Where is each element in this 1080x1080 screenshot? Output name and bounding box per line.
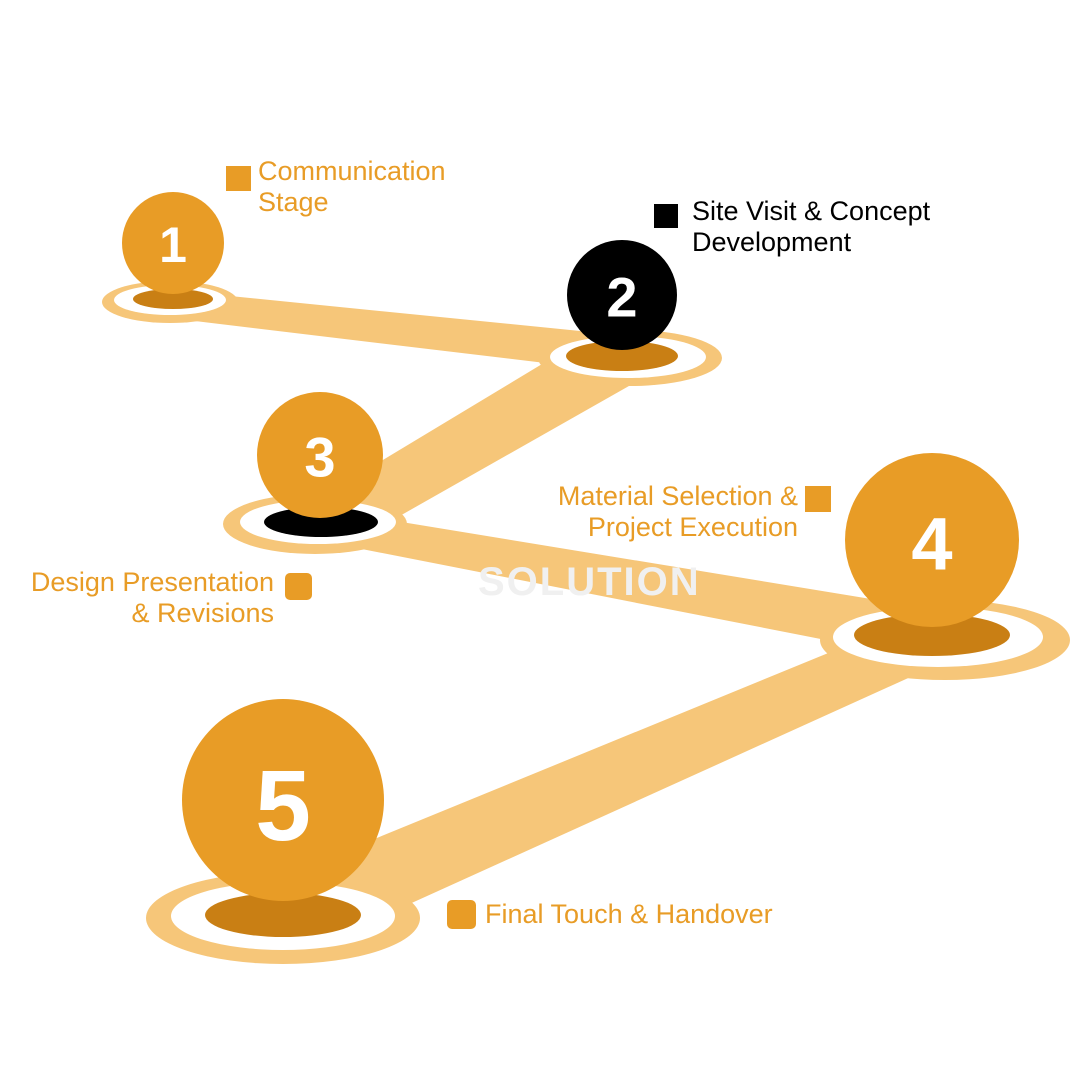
step-5-label-line-1: Final Touch & Handover	[485, 899, 773, 929]
step-1-number: 1	[159, 217, 187, 273]
step-1-label: Communication Stage	[258, 156, 446, 218]
step-5: 5	[146, 699, 420, 964]
path-segment-3-4	[316, 508, 938, 662]
step-5-base-shadow	[205, 893, 361, 937]
step-5-number: 5	[255, 750, 311, 862]
step-5-marker-square	[447, 900, 476, 929]
step-2-number: 2	[606, 266, 637, 329]
step-3-label: Design Presentation & Revisions	[31, 567, 274, 629]
step-4-label-line-2: Project Execution	[587, 512, 798, 542]
step-2-label-line-1: Site Visit & Concept	[692, 196, 931, 226]
step-1-marker-square	[226, 166, 251, 191]
step-3-number: 3	[304, 426, 335, 489]
step-3-base-shadow	[264, 507, 378, 537]
step-2-label: Site Visit & Concept Development	[692, 196, 930, 258]
step-1: 1	[102, 192, 238, 323]
step-3-label-line-2: & Revisions	[131, 598, 274, 628]
step-1-label-line-1: Communication	[258, 156, 446, 186]
step-2-marker-square	[654, 204, 678, 228]
step-2: 2	[538, 240, 722, 386]
step-4-marker-square	[805, 486, 831, 512]
step-1-circle	[122, 192, 224, 294]
watermark: SOLUTION	[478, 560, 701, 604]
step-2-circle	[567, 240, 677, 350]
step-4-label-line-1: Material Selection &	[557, 481, 798, 511]
step-5-label: Final Touch & Handover	[485, 899, 773, 930]
step-4-circle	[845, 453, 1019, 627]
step-3-circle	[257, 392, 383, 518]
step-3: 3	[223, 392, 407, 554]
step-5-circle	[182, 699, 384, 901]
step-1-label-line-2: Stage	[258, 187, 329, 217]
path-segment-2-3	[300, 352, 643, 530]
path-segment-1-2	[170, 290, 620, 372]
path-segment-4-5	[250, 640, 970, 940]
step-4-number: 4	[911, 503, 952, 586]
step-4-base-shadow	[854, 614, 1010, 656]
step-4-label: Material Selection & Project Execution	[558, 481, 798, 543]
step-3-marker-square	[285, 573, 312, 600]
step-4: 4	[820, 453, 1070, 680]
step-2-base-shadow	[566, 341, 678, 371]
roadmap-path	[170, 290, 970, 940]
step-1-base-shadow	[133, 289, 213, 309]
step-3-label-line-1: Design Presentation	[30, 567, 274, 597]
step-2-label-line-2: Development	[692, 227, 852, 257]
